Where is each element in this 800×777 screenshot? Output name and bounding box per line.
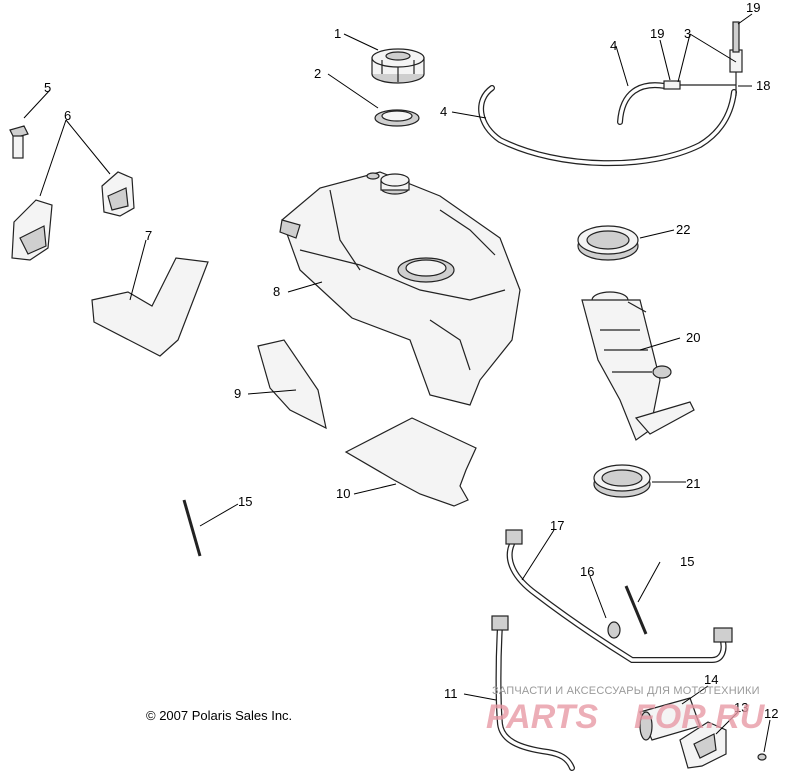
tank-bracket-left-part [11, 199, 53, 261]
callout-6: 6 [64, 108, 71, 123]
bolt-part [9, 125, 29, 159]
fuel-hose-part [491, 615, 575, 771]
tee-fitting-part [663, 21, 743, 96]
pump-seal-part [593, 464, 651, 498]
callout-18: 18 [756, 78, 770, 93]
callout-22: 22 [676, 222, 690, 237]
callout-15-left: 15 [238, 494, 252, 509]
screw-part [757, 753, 767, 761]
callout-2: 2 [314, 66, 321, 81]
hose-clamp-part [607, 621, 621, 639]
callout-8: 8 [273, 284, 280, 299]
callout-9: 9 [234, 386, 241, 401]
callout-4-lower: 4 [440, 104, 447, 119]
cable-tie-right-part [624, 585, 648, 635]
lock-ring-part [577, 225, 639, 261]
callout-16: 16 [580, 564, 594, 579]
callout-21: 21 [686, 476, 700, 491]
callout-13: 13 [734, 700, 748, 715]
callout-10: 10 [336, 486, 350, 501]
leader-lines [23, 13, 771, 753]
callout-20: 20 [686, 330, 700, 345]
watermark-tagline: ЗАПЧАСТИ И АКСЕССУАРЫ ДЛЯ МОТОТЕХНИКИ [492, 685, 760, 697]
fuel-filter-part [639, 697, 701, 741]
fuel-line-part [505, 529, 733, 663]
foam-pad-part [91, 257, 209, 357]
fuel-pump-part [581, 291, 695, 441]
callout-7: 7 [145, 228, 152, 243]
callout-19-right: 19 [746, 0, 760, 15]
callout-labels: 1 2 3 4 4 5 6 7 8 9 10 11 12 13 14 15 15… [44, 0, 778, 721]
callout-4-upper: 4 [610, 38, 617, 53]
cable-tie-left-part [182, 499, 202, 557]
callout-5: 5 [44, 80, 51, 95]
fuel-cap-part [371, 48, 425, 84]
callout-14: 14 [704, 672, 718, 687]
copyright-text: © 2007 Polaris Sales Inc. [146, 708, 292, 723]
cap-gasket-part [374, 109, 420, 127]
insulation-pad-part [344, 417, 477, 507]
callout-11: 11 [444, 686, 458, 701]
heat-shield-part [257, 339, 327, 430]
callout-19-left: 19 [650, 26, 664, 41]
callout-1: 1 [334, 26, 341, 41]
callout-15-right: 15 [680, 554, 694, 569]
watermark-brand-left: PARTS [486, 698, 598, 736]
tank-bracket-right-part [101, 171, 135, 217]
callout-3: 3 [684, 26, 691, 41]
watermark-logo: ЗАПЧАСТИ И АКСЕССУАРЫ ДЛЯ МОТОТЕХНИКИ PA… [486, 685, 766, 736]
watermark-brand-right: FOR.RU [634, 698, 766, 736]
fuel-tank-part [279, 171, 521, 406]
filter-bracket-part [679, 721, 727, 769]
callout-17: 17 [550, 518, 564, 533]
vent-hose-part [478, 82, 737, 167]
callout-12: 12 [764, 706, 778, 721]
